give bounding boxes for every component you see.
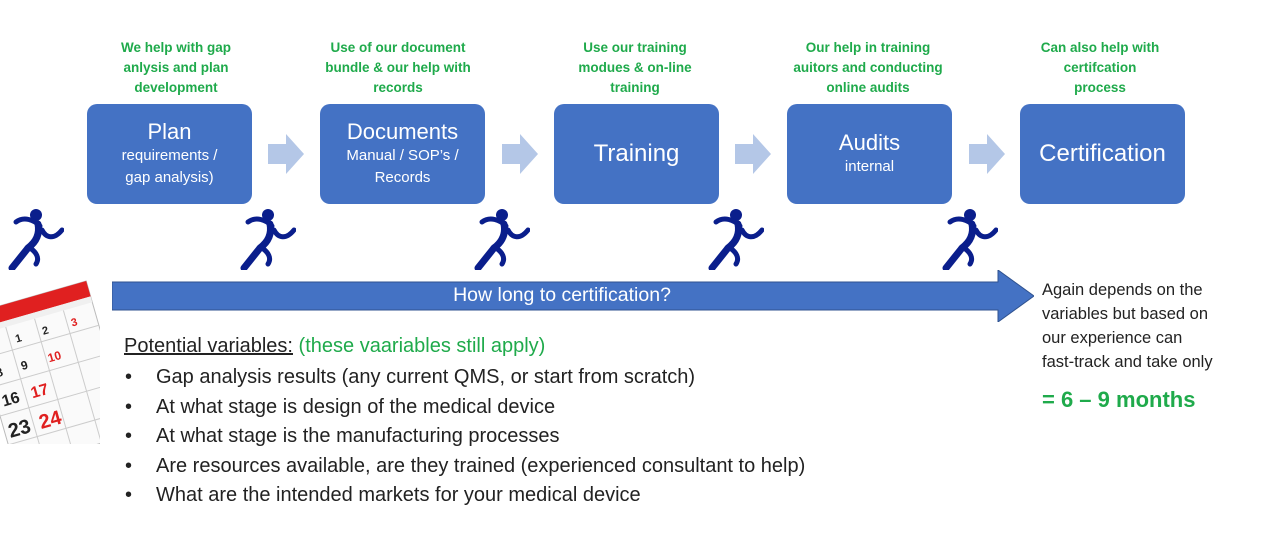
variables-heading: Potential variables: (these vaariables s… [124,333,545,359]
chevron-right-icon [268,134,304,174]
bullet: • [125,425,133,447]
list-item: •At what stage is design of the medical … [124,393,805,423]
step-title: Audits [838,130,901,155]
step-audits: Audits internal [787,104,952,204]
chevron-right-icon [502,134,538,174]
calendar-number: 2 [41,325,50,338]
step-title: Training [593,140,680,167]
calendar-icon: 1 2 3 8 9 10 16 17 23 24 [0,280,100,444]
step-title: Documents [346,119,459,144]
calendar-number: 1 [14,332,23,345]
bullet: • [125,484,133,506]
runner-icon [238,208,296,270]
bullet: • [125,366,133,388]
step-subtitle: gap analysis) [125,169,214,186]
calendar-number: 16 [0,389,22,410]
step-title: Plan [147,119,192,144]
step-certification: Certification [1020,104,1185,204]
list-item: •Are resources available, are they train… [124,452,805,482]
chevron-right-icon [735,134,771,174]
variables-list: •Gap analysis results (any current QMS, … [124,363,805,511]
calendar-number: 9 [19,358,30,373]
list-item: •Gap analysis results (any current QMS, … [124,363,805,393]
list-item: •At what stage is the manufacturing proc… [124,422,805,452]
chevron-right-icon [969,134,1005,174]
step-plan: Plan requirements / gap analysis) [87,104,252,204]
calendar-number: 10 [46,348,63,365]
timeline-arrow [112,270,1034,322]
step-subtitle: Manual / SOP’s / [346,147,459,164]
step-subtitle: requirements / [121,147,218,164]
step-subtitle: Records [374,169,431,186]
calendar-number: 3 [70,316,79,329]
result-text: Again depends on the variables but based… [1042,281,1213,371]
step-documents: Documents Manual / SOP’s / Records [320,104,485,204]
runner-icon [472,208,530,270]
step-training: Training [554,104,719,204]
calendar-number: 17 [29,381,51,402]
step-subtitle: internal [844,158,895,175]
variables-note: (these vaariables still apply) [298,335,546,357]
list-item: •What are the intended markets for your … [124,481,805,511]
runner-icon [6,208,64,270]
variables-title: Potential variables: [124,335,293,357]
calendar-number: 8 [0,365,5,380]
timeline-label: How long to certification? [453,284,671,306]
runner-icon [706,208,764,270]
runner-icon [940,208,998,270]
step-title: Certification [1039,140,1166,167]
bullet: • [125,454,133,477]
bullet: • [125,395,133,418]
result-value: = 6 – 9 months [1042,387,1196,412]
